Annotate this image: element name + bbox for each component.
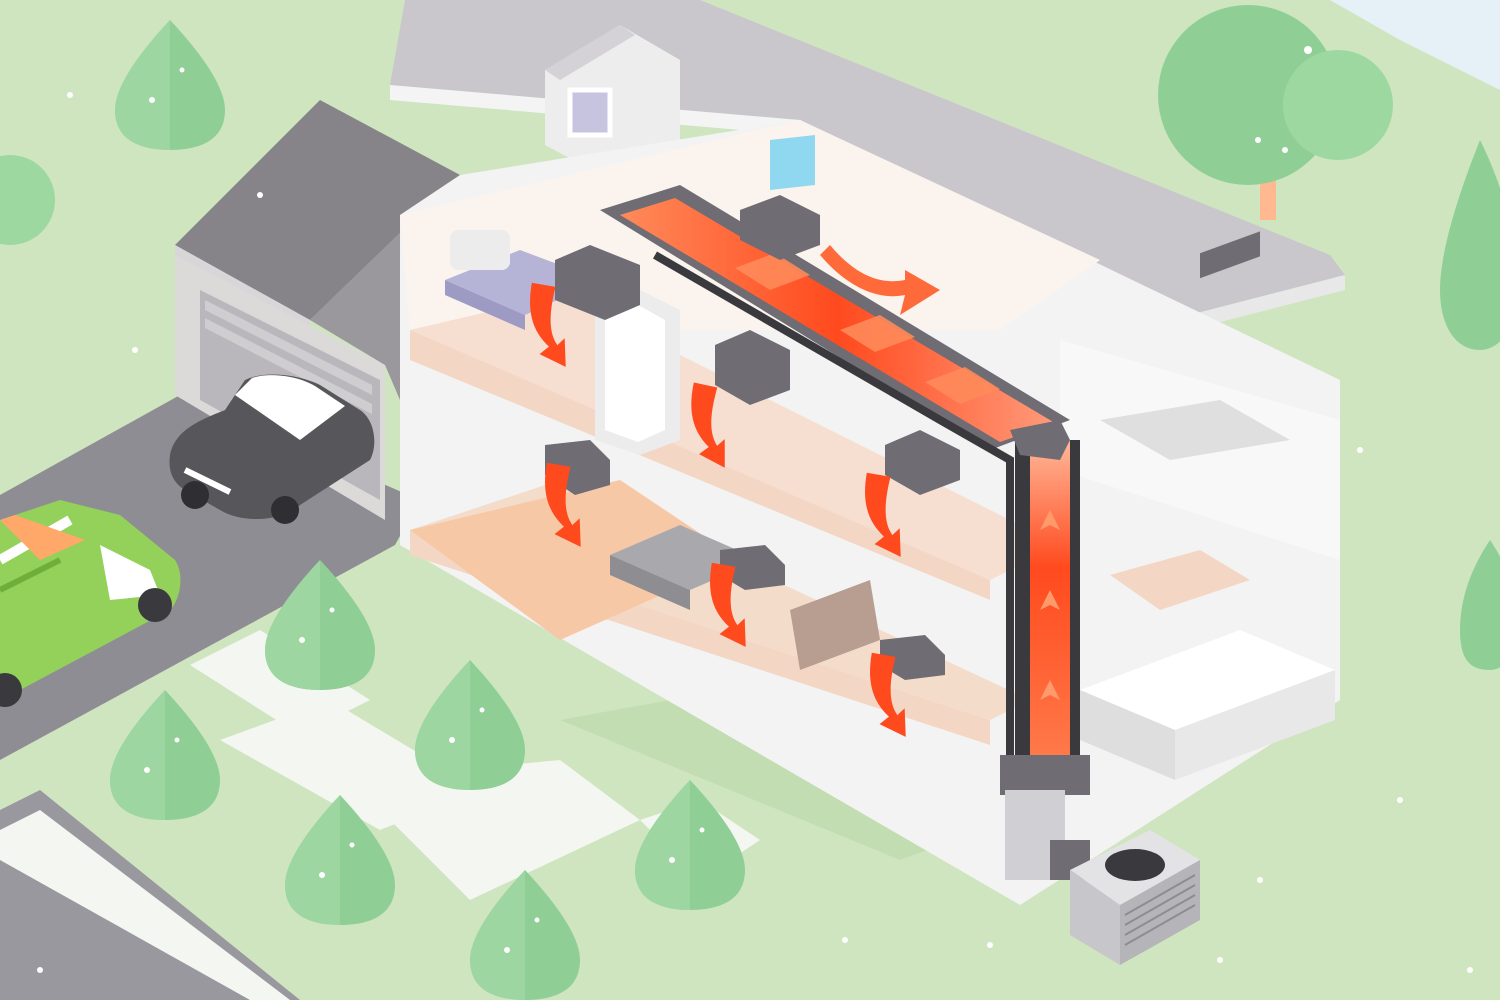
upper-floor xyxy=(410,295,1060,580)
tree-icon xyxy=(1460,540,1500,670)
kitchen-counter-front xyxy=(1080,690,1175,780)
wood-floor xyxy=(410,480,740,640)
study-desk xyxy=(1110,550,1250,610)
supply-vent-icon xyxy=(715,330,790,405)
airflow-arrow-icon xyxy=(820,245,940,315)
upstairs-room-wall xyxy=(595,290,680,455)
supply-vent-icon xyxy=(885,430,960,495)
car-icon xyxy=(169,374,375,524)
supply-vent-icon xyxy=(1010,420,1070,460)
riser-chevrons xyxy=(1040,510,1060,700)
supply-vent-icon xyxy=(740,195,820,260)
tv-console xyxy=(790,580,880,670)
furnace-icon xyxy=(1000,755,1090,880)
skylight xyxy=(770,135,815,190)
airflow-arrows xyxy=(518,245,940,737)
ac-condenser-icon xyxy=(1070,830,1200,965)
duct-chevrons xyxy=(735,253,1000,404)
sky-corner xyxy=(1330,0,1500,90)
service-van-icon xyxy=(0,500,181,707)
supply-vent-icon xyxy=(720,545,785,590)
bath-counter xyxy=(1100,400,1290,460)
lawn-dots xyxy=(37,92,1473,973)
tree-icon xyxy=(1440,140,1500,350)
upper-floor-edge xyxy=(410,330,990,600)
kitchen-counter-side xyxy=(1175,670,1335,780)
curb-sidewalk xyxy=(0,810,290,1000)
kitchen-counter xyxy=(1080,630,1335,730)
tree-icon xyxy=(1158,5,1393,220)
supply-vent-icon xyxy=(880,635,945,680)
tree-icon xyxy=(0,155,55,245)
front-path-3 xyxy=(350,760,640,900)
duct-edge xyxy=(652,251,1014,780)
supply-vent-icon xyxy=(555,245,640,320)
stove-top xyxy=(1200,231,1260,279)
supply-vents xyxy=(545,195,1070,680)
